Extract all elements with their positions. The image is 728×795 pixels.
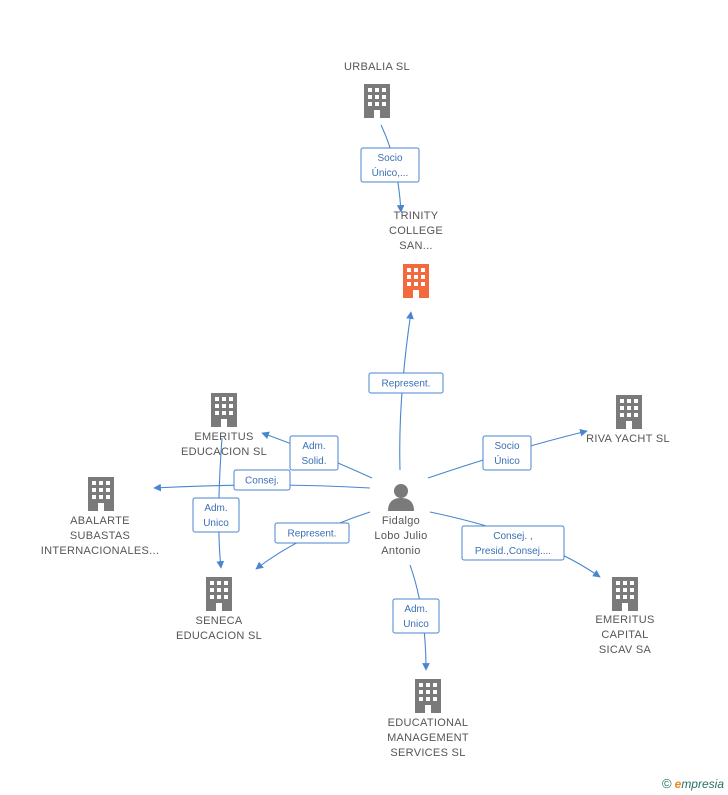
building-icon[interactable] [403,264,429,298]
edge-label-text: Represent. [382,379,431,390]
edge-label-text: Presid.,Consej.... [475,546,551,557]
edge-label-fidalgo-to-seneca[interactable]: Represent. [274,522,350,544]
edge-label-text: Solid. [301,456,326,467]
edge-label-box [274,522,350,544]
node-emeritus-capital[interactable]: EMERITUS CAPITAL SICAV SA [595,577,654,656]
node-label-line[interactable]: URBALIA SL [344,61,410,73]
edge-label-text: Adm. [404,604,427,615]
building-icon[interactable] [364,84,390,118]
edge-label-box [360,147,420,183]
edge-label-fidalgo-to-abalarte[interactable]: Consej. [233,469,291,491]
node-label-line[interactable]: SICAV SA [599,644,652,656]
brand-name: mpresia [681,777,724,791]
node-label-line[interactable]: CAPITAL [601,629,648,641]
edge-label-fidalgo-to-educational-management[interactable]: Adm. Unico [392,598,440,634]
edge-labels-layer: SocioÚnico,...Represent.Adm.Solid.SocioÚ… [192,147,565,634]
edge-label-text: Socio [494,441,519,452]
edge-label-text: Unico [203,518,229,529]
node-label-line[interactable]: INTERNACIONALES... [41,545,159,557]
edge-label-box [368,372,444,394]
edge-label-text: Adm. [302,441,325,452]
node-label-line[interactable]: Lobo Julio [374,530,427,542]
edge-label-emeritus-educacion-to-seneca[interactable]: Adm. Unico [192,497,240,533]
node-label-line[interactable]: EDUCACION SL [176,630,262,642]
node-label-line[interactable]: Antonio [381,545,420,557]
node-trinity[interactable]: TRINITY COLLEGE SAN... [389,210,443,298]
node-riva-yacht[interactable]: RIVA YACHT SL [586,395,670,445]
edge-label-text: Único [494,454,520,467]
edge-label-box [192,497,240,533]
node-label-line[interactable]: COLLEGE [389,225,443,237]
edge-label-text: Adm. [204,503,227,514]
node-label-line[interactable]: SERVICES SL [390,747,465,759]
node-seneca[interactable]: SENECA EDUCACION SL [176,577,262,642]
brand-initial: e [674,777,682,791]
node-abalarte[interactable]: ABALARTE SUBASTAS INTERNACIONALES... [41,477,159,557]
node-label-line[interactable]: SENECA [195,615,242,627]
building-icon[interactable] [415,679,441,713]
edge-label-text: Socio [377,153,402,164]
edge-label-box [233,469,291,491]
edge-label-box [289,435,339,471]
edge-label-box [482,435,532,471]
building-icon[interactable] [88,477,114,511]
node-label-line[interactable]: Fidalgo [382,515,420,527]
copyright-symbol: © [662,776,672,791]
node-label-line[interactable]: EMERITUS [194,431,253,443]
building-icon[interactable] [612,577,638,611]
empresia-watermark: ©empresia [662,776,724,791]
edge-label-fidalgo-to-trinity[interactable]: Represent. [368,372,444,394]
node-label-line[interactable]: EMERITUS [595,614,654,626]
node-label-line[interactable]: SAN... [399,240,433,252]
edge-label-text: Represent. [288,529,337,540]
node-emeritus-educacion[interactable]: EMERITUS EDUCACION SL [181,393,267,458]
building-icon[interactable] [616,395,642,429]
person-icon[interactable] [388,484,414,511]
edge-label-box [461,525,565,561]
edge-label-box [392,598,440,634]
edge-fidalgo-to-trinity [399,311,414,471]
edge-label-text: Único,... [372,166,409,179]
building-icon[interactable] [206,577,232,611]
node-label-line[interactable]: EDUCACION SL [181,446,267,458]
edge-label-text: Consej. [245,476,279,487]
edge-label-text: Consej. , [493,531,532,542]
nodes-layer: URBALIA SL TRINITY COLLEGE SAN... EMERITUS ED… [41,61,670,759]
edge-label-fidalgo-to-emeritus-educacion[interactable]: Adm. Solid. [289,435,339,471]
edge-label-text: Unico [403,619,429,630]
building-icon[interactable] [211,393,237,427]
edge-label-urbalia-to-trinity[interactable]: SocioÚnico,... [360,147,420,183]
node-educational-management[interactable]: EDUCATIONAL MANAGEMENT SERVICES SL [387,679,469,759]
edge-label-fidalgo-to-emeritus-capital[interactable]: Consej. , Presid.,Consej.... [461,525,565,561]
node-urbalia[interactable]: URBALIA SL [344,61,410,118]
node-label-line[interactable]: RIVA YACHT SL [586,433,670,445]
node-label-line[interactable]: SUBASTAS [70,530,130,542]
node-label-line[interactable]: EDUCATIONAL [388,717,469,729]
node-label-line[interactable]: TRINITY [394,210,439,222]
node-label-line[interactable]: ABALARTE [70,515,130,527]
node-label-line[interactable]: MANAGEMENT [387,732,469,744]
